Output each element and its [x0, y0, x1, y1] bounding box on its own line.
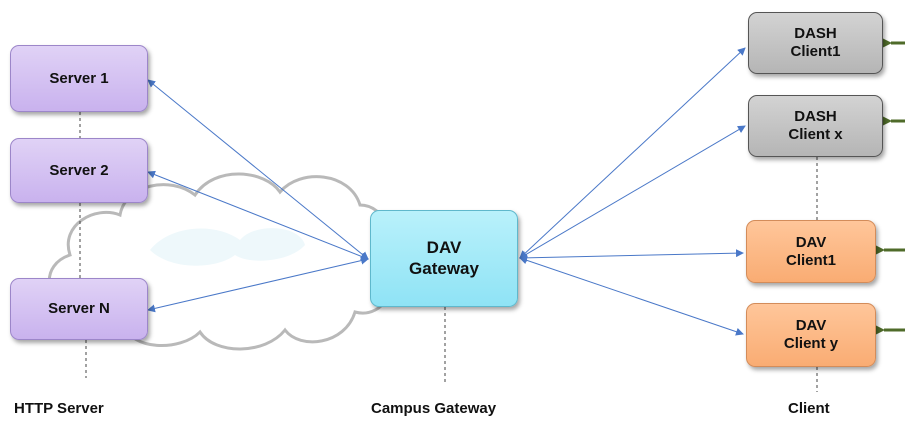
caption-campus-gateway: Campus Gateway: [371, 400, 497, 417]
link-gateway-dav-client1: [519, 249, 744, 262]
server-n-node: Server N: [10, 278, 148, 340]
server-2-node: Server 2: [10, 138, 148, 203]
link-serverN-gateway: [147, 256, 369, 313]
dav-gateway-label-line2: Gateway: [409, 258, 479, 278]
dav-client1-node: DAV Client1: [746, 220, 876, 283]
link-gateway-dash-client1: [519, 47, 746, 259]
server-n-label: Server N: [48, 300, 110, 318]
dash-client1-node: DASH Client1: [748, 12, 883, 74]
dav-clienty-node: DAV Client y: [746, 303, 876, 367]
dash-clientx-label-line1: DASH: [794, 108, 837, 126]
dav-gateway-label-line1: DAV: [426, 238, 462, 258]
timeline-guides: [79, 112, 818, 392]
caption-http-server: HTTP Server: [14, 400, 104, 417]
dash-client1-label-line1: DASH: [794, 25, 837, 43]
dav-clienty-label-line1: DAV: [795, 317, 827, 335]
dav-gateway-node: DAV Gateway: [370, 210, 518, 307]
caption-client: Client: [788, 400, 830, 417]
dav-client1-label-line1: DAV: [795, 233, 827, 251]
client-input-arrows: [876, 38, 905, 335]
dash-clientx-label-line2: Client x: [788, 126, 843, 143]
dav-client1-label-line2: Client1: [785, 251, 836, 269]
server-1-node: Server 1: [10, 45, 148, 112]
link-gateway-dav-clienty: [519, 256, 744, 336]
link-gateway-dash-clientx: [519, 125, 746, 259]
dav-clienty-label-line2: Client y: [783, 335, 839, 352]
dash-clientx-node: DASH Client x: [748, 95, 883, 157]
link-server2-gateway: [147, 170, 369, 261]
server-2-label: Server 2: [49, 161, 109, 179]
server-1-label: Server 1: [49, 69, 109, 87]
dash-client1-label-line2: Client1: [790, 43, 841, 60]
connection-links: [147, 47, 746, 336]
